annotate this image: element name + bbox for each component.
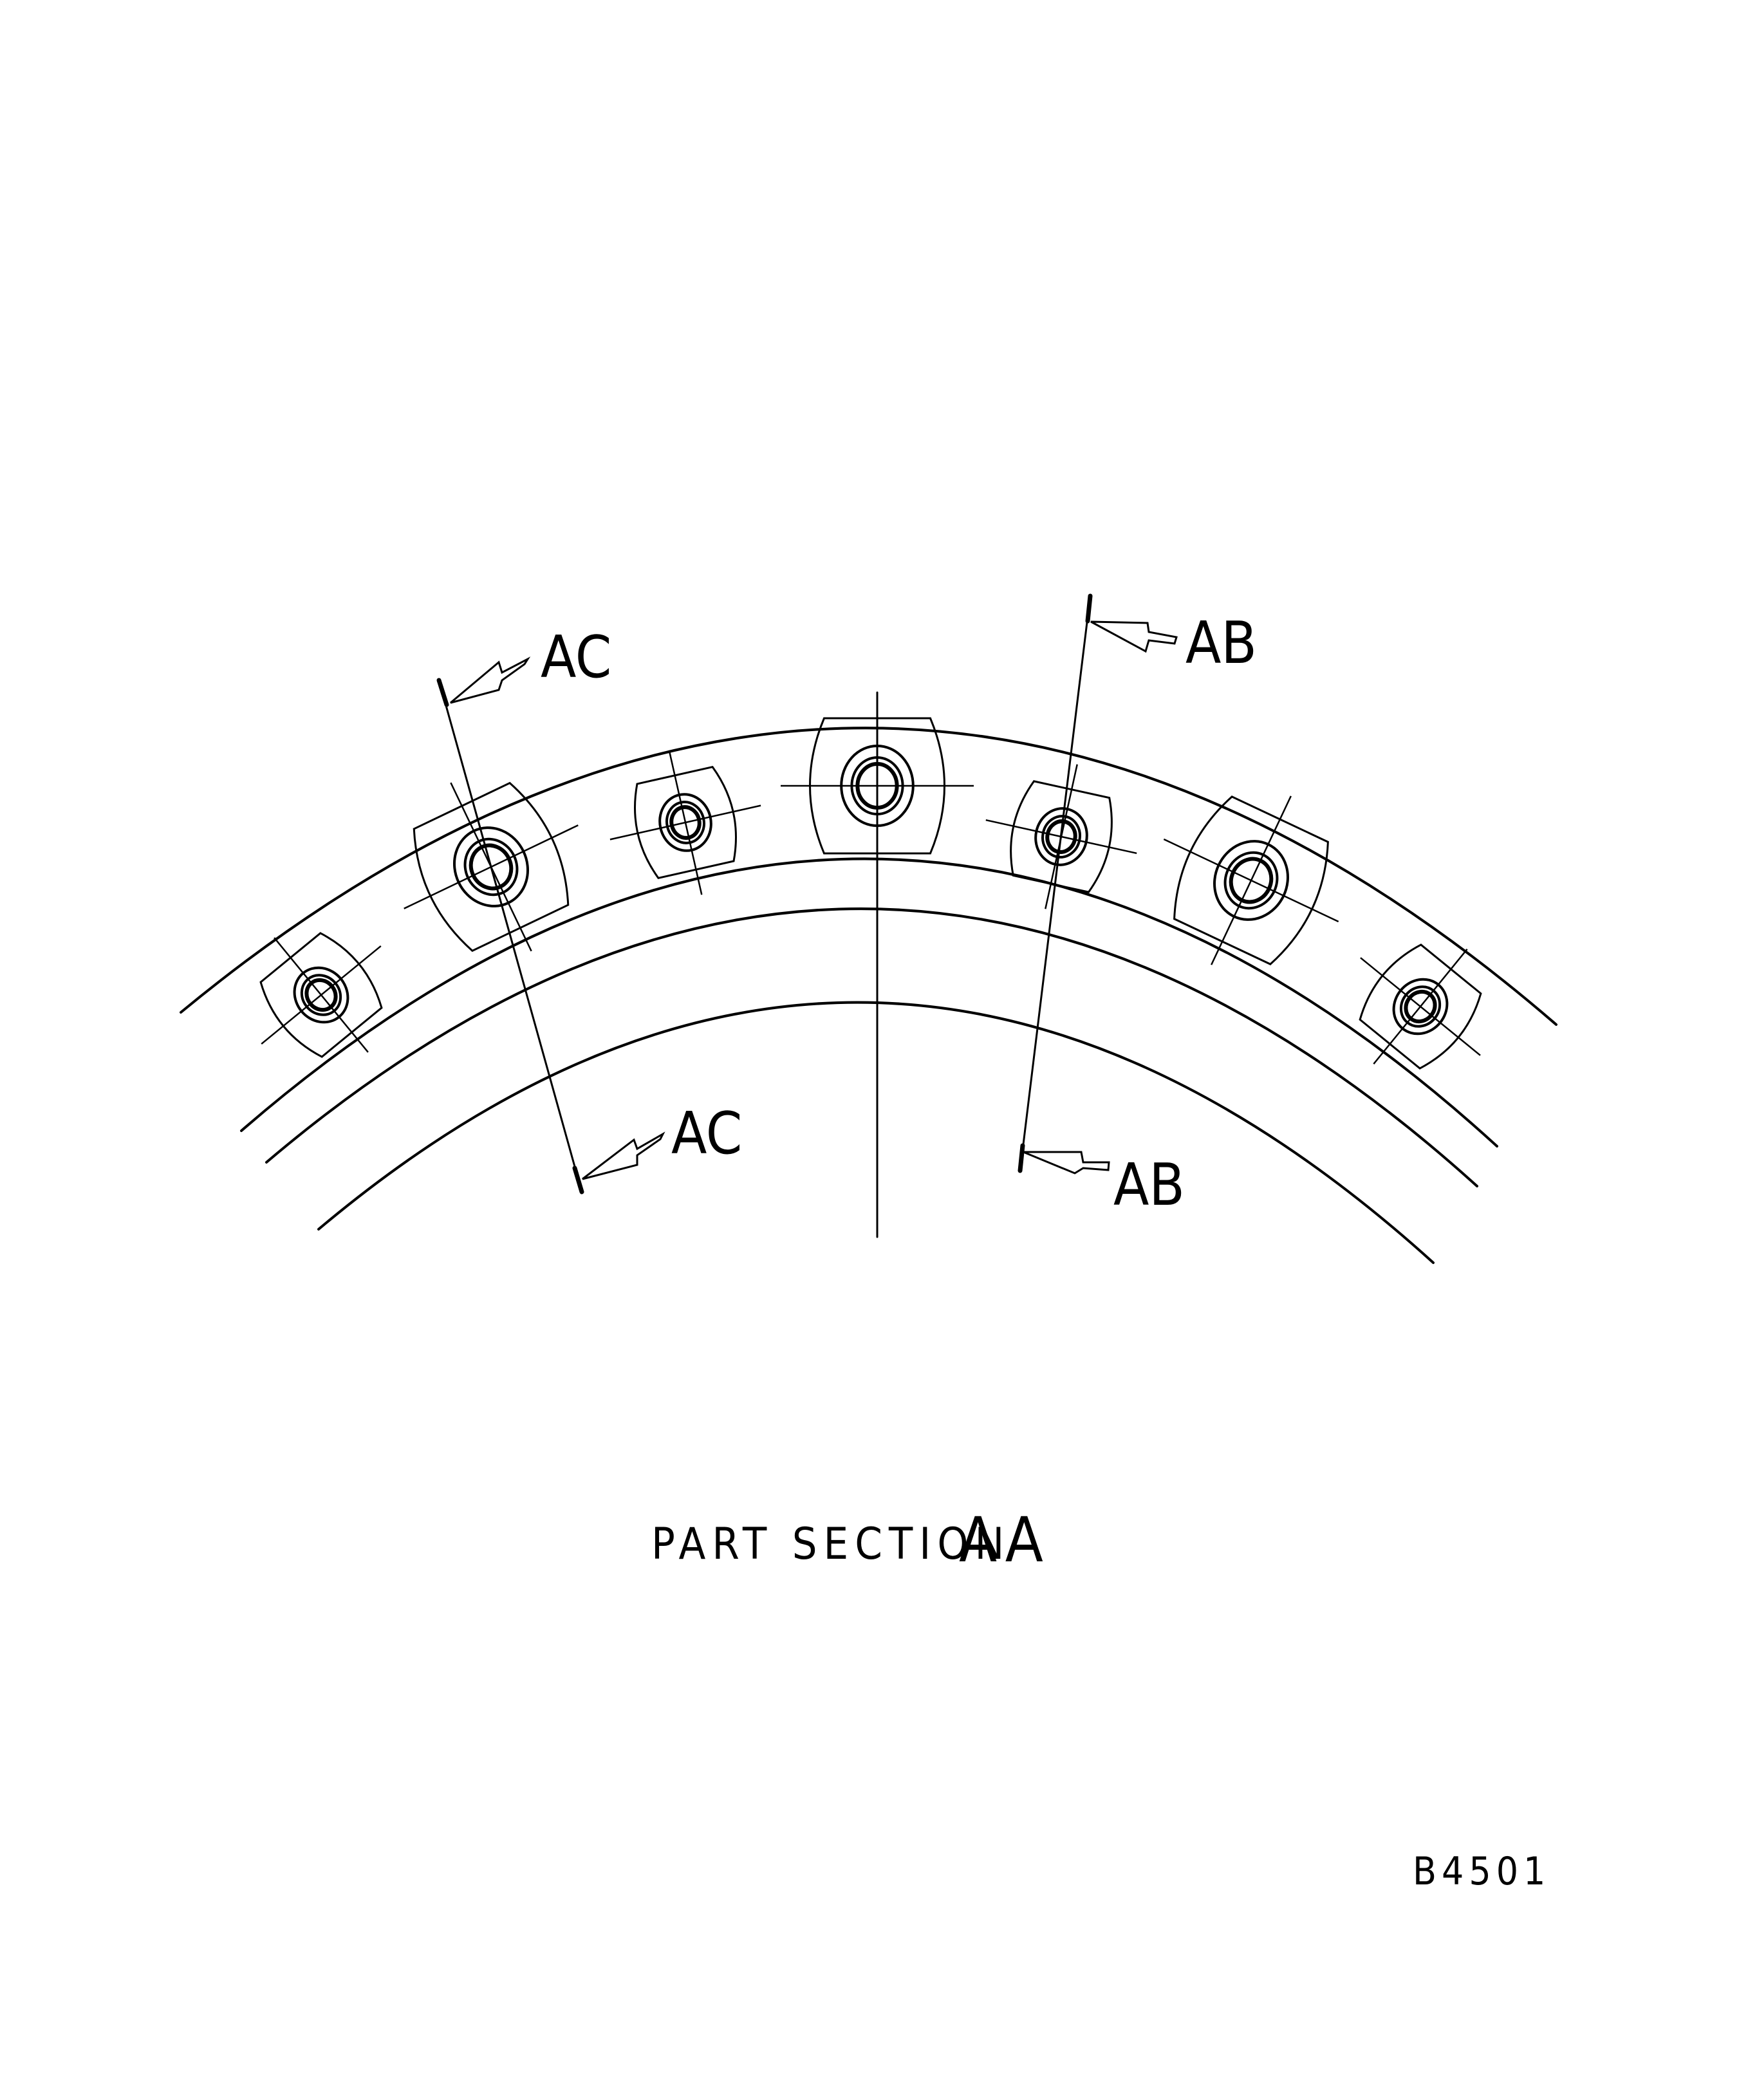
section-label-ab-bottom: AB [1113,1151,1185,1219]
fastener [259,932,383,1058]
section-line-ac [438,679,583,1193]
fastener [609,750,761,895]
section-label-ac-top: AC [541,624,611,691]
third-arc [265,907,1478,1187]
fastener [985,764,1137,909]
outer-arc [180,727,1557,1026]
section-label-ac-bottom: AC [671,1100,742,1167]
fastener [1359,943,1482,1070]
arrow-ab-top [1090,620,1178,653]
section-label-ab-top: AB [1185,609,1257,677]
arrow-ac-top [450,656,531,704]
fastener [781,692,974,879]
drawing-number: B4501 [1413,1849,1550,1894]
fastener [1163,795,1339,965]
inner-arc [317,1001,1435,1264]
drawing-title-prefix: PART SECTION [651,1519,1010,1570]
arrow-ab-bottom [1023,1151,1110,1175]
drawing-title-suffix: AA [959,1504,1050,1576]
arrow-ac-bottom [582,1131,665,1180]
section-line-ab [1019,595,1092,1172]
band-inner-arc [240,857,1498,1148]
fastener [404,781,579,952]
